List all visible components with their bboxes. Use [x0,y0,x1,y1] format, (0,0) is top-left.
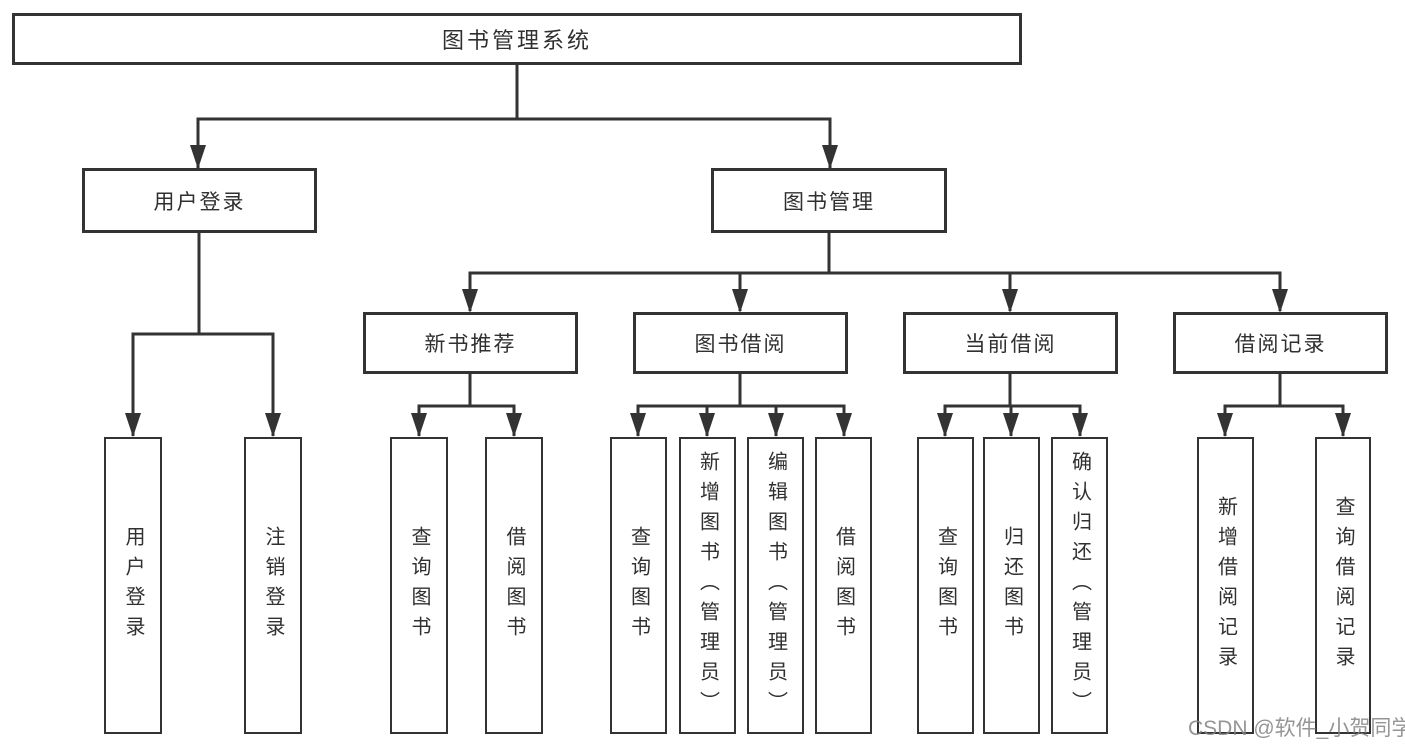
node-book-management: 图书管理 [711,168,947,233]
leaf-records-query-record-label: 查询借阅记录 [1332,495,1354,676]
leaf-borrow-borrow-books: 借阅图书 [815,437,872,734]
leaf-borrow-query-books-label: 查询图书 [627,525,650,646]
leaf-logout-label: 注销登录 [262,525,284,646]
node-current-borrow: 当前借阅 [903,312,1118,374]
leaf-recommend-query-books: 查询图书 [390,437,448,734]
leaf-records-add-record-label: 新增借阅记录 [1214,495,1237,676]
csdn-watermark: CSDN @软件_小贺同学 [1188,717,1405,740]
node-user-login: 用户登录 [82,168,317,233]
node-user-login-label: 用户登录 [153,190,246,214]
leaf-logout: 注销登录 [244,437,302,734]
leaf-current-query-books: 查询图书 [917,437,974,734]
leaf-borrow-add-books-admin: 新增图书（管理员） [679,437,736,734]
leaf-recommend-borrow-books-label: 借阅图书 [503,525,525,646]
leaf-user-login-label: 用户登录 [122,525,144,646]
node-new-book-recommend-label: 新书推荐 [424,333,517,356]
leaf-current-confirm-return-admin: 确认归还（管理员） [1051,437,1108,734]
leaf-records-add-record: 新增借阅记录 [1197,437,1254,734]
leaf-current-return-books: 归还图书 [983,437,1040,734]
node-book-management-label: 图书管理 [783,190,875,214]
leaf-borrow-query-books: 查询图书 [610,437,667,734]
leaf-borrow-borrow-books-label: 借阅图书 [832,525,855,646]
node-borrow-records: 借阅记录 [1173,312,1388,374]
node-root-label: 图书管理系统 [441,28,592,53]
leaf-recommend-borrow-books: 借阅图书 [485,437,543,734]
leaf-current-return-books-label: 归还图书 [1000,525,1023,646]
node-book-borrow: 图书借阅 [633,312,848,374]
leaf-user-login: 用户登录 [104,437,162,734]
node-root: 图书管理系统 [12,13,1022,65]
leaf-borrow-edit-books-admin-label: 编辑图书（管理员） [764,450,787,721]
node-borrow-records-label: 借阅记录 [1234,333,1327,356]
node-new-book-recommend: 新书推荐 [363,312,578,374]
leaf-recommend-query-books-label: 查询图书 [408,525,430,646]
leaf-borrow-edit-books-admin: 编辑图书（管理员） [747,437,804,734]
leaf-records-query-record: 查询借阅记录 [1315,437,1371,734]
leaf-current-query-books-label: 查询图书 [934,525,957,646]
node-current-borrow-label: 当前借阅 [964,333,1057,356]
leaf-borrow-add-books-admin-label: 新增图书（管理员） [696,450,719,721]
leaf-current-confirm-return-admin-label: 确认归还（管理员） [1068,450,1091,721]
node-book-borrow-label: 图书借阅 [694,333,787,356]
